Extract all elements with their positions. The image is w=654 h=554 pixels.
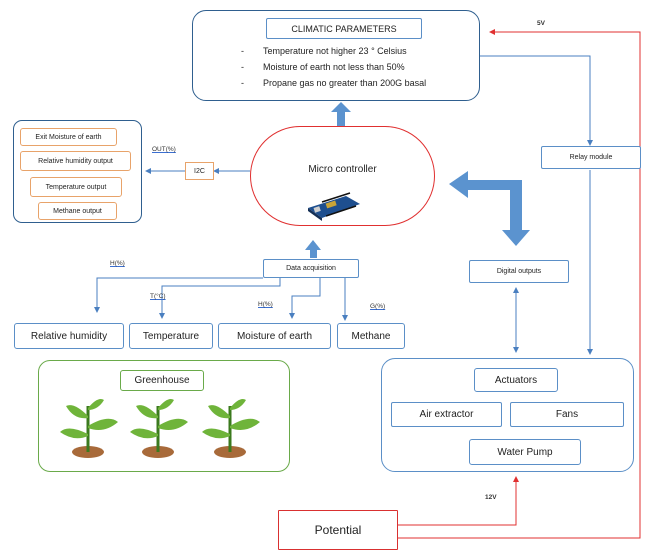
output-methane: Methane output — [38, 202, 117, 220]
arduino-board-icon — [308, 192, 360, 221]
sensor-moisture-of-earth: Moisture of earth — [218, 323, 331, 349]
bullet: - — [241, 78, 244, 88]
plant-icon — [202, 399, 260, 458]
output-moisture-of-earth: Exit Moisture of earth — [20, 128, 117, 146]
sensor-unit-methane: G(%) — [370, 303, 386, 310]
climatic-item-temperature: Temperature not higher 23 ° Celsius — [263, 46, 407, 56]
power-5v-line — [398, 29, 641, 539]
plant-icon — [130, 399, 188, 458]
climatic-item-moisture: Moisture of earth not less than 50% — [263, 62, 405, 72]
climatic-item-propane: Propane gas no greater than 200G basal — [263, 78, 427, 88]
actuator-fans: Fans — [510, 402, 624, 427]
potential-box: Potential — [278, 510, 398, 550]
output-temperature: Temperature output — [30, 177, 122, 197]
arrow-acquisition-to-micro — [305, 240, 321, 258]
sensor-unit-temperature: T(°C) — [150, 293, 166, 300]
out-percent-label: OUT(%) — [152, 146, 176, 153]
micro-controller-label: Micro controller — [308, 164, 377, 175]
bullet: - — [241, 62, 244, 72]
power-12v-line — [398, 476, 519, 526]
arrow-micro-digital — [449, 171, 530, 246]
sensor-unit-humidity: H(%) — [110, 260, 125, 267]
acquisition-branches — [94, 277, 348, 321]
plant-icon — [60, 399, 118, 458]
sensor-relative-humidity: Relative humidity — [14, 323, 124, 349]
climatic-parameters-title: CLIMATIC PARAMETERS — [266, 18, 422, 39]
actuator-water-pump: Water Pump — [469, 439, 581, 465]
digital-outputs-box: Digital outputs — [469, 260, 569, 283]
arrow-climatic-to-relay — [480, 55, 593, 146]
i2c-box: I2C — [185, 162, 214, 180]
bullet: - — [241, 46, 244, 56]
relay-module-box: Relay module — [541, 146, 641, 169]
voltage-5v-label: 5V — [537, 20, 545, 27]
actuators-title: Actuators — [474, 368, 558, 392]
sensor-temperature: Temperature — [129, 323, 213, 349]
actuator-air-extractor: Air extractor — [391, 402, 502, 427]
voltage-12v-label: 12V — [485, 494, 497, 501]
data-acquisition-box: Data acquisition — [263, 259, 359, 278]
sensor-methane: Methane — [337, 323, 405, 349]
arrow-micro-to-climatic — [331, 102, 351, 126]
greenhouse-title: Greenhouse — [120, 370, 204, 391]
sensor-unit-moisture: H(%) — [258, 301, 273, 308]
output-relative-humidity: Relative humidity output — [20, 151, 131, 171]
